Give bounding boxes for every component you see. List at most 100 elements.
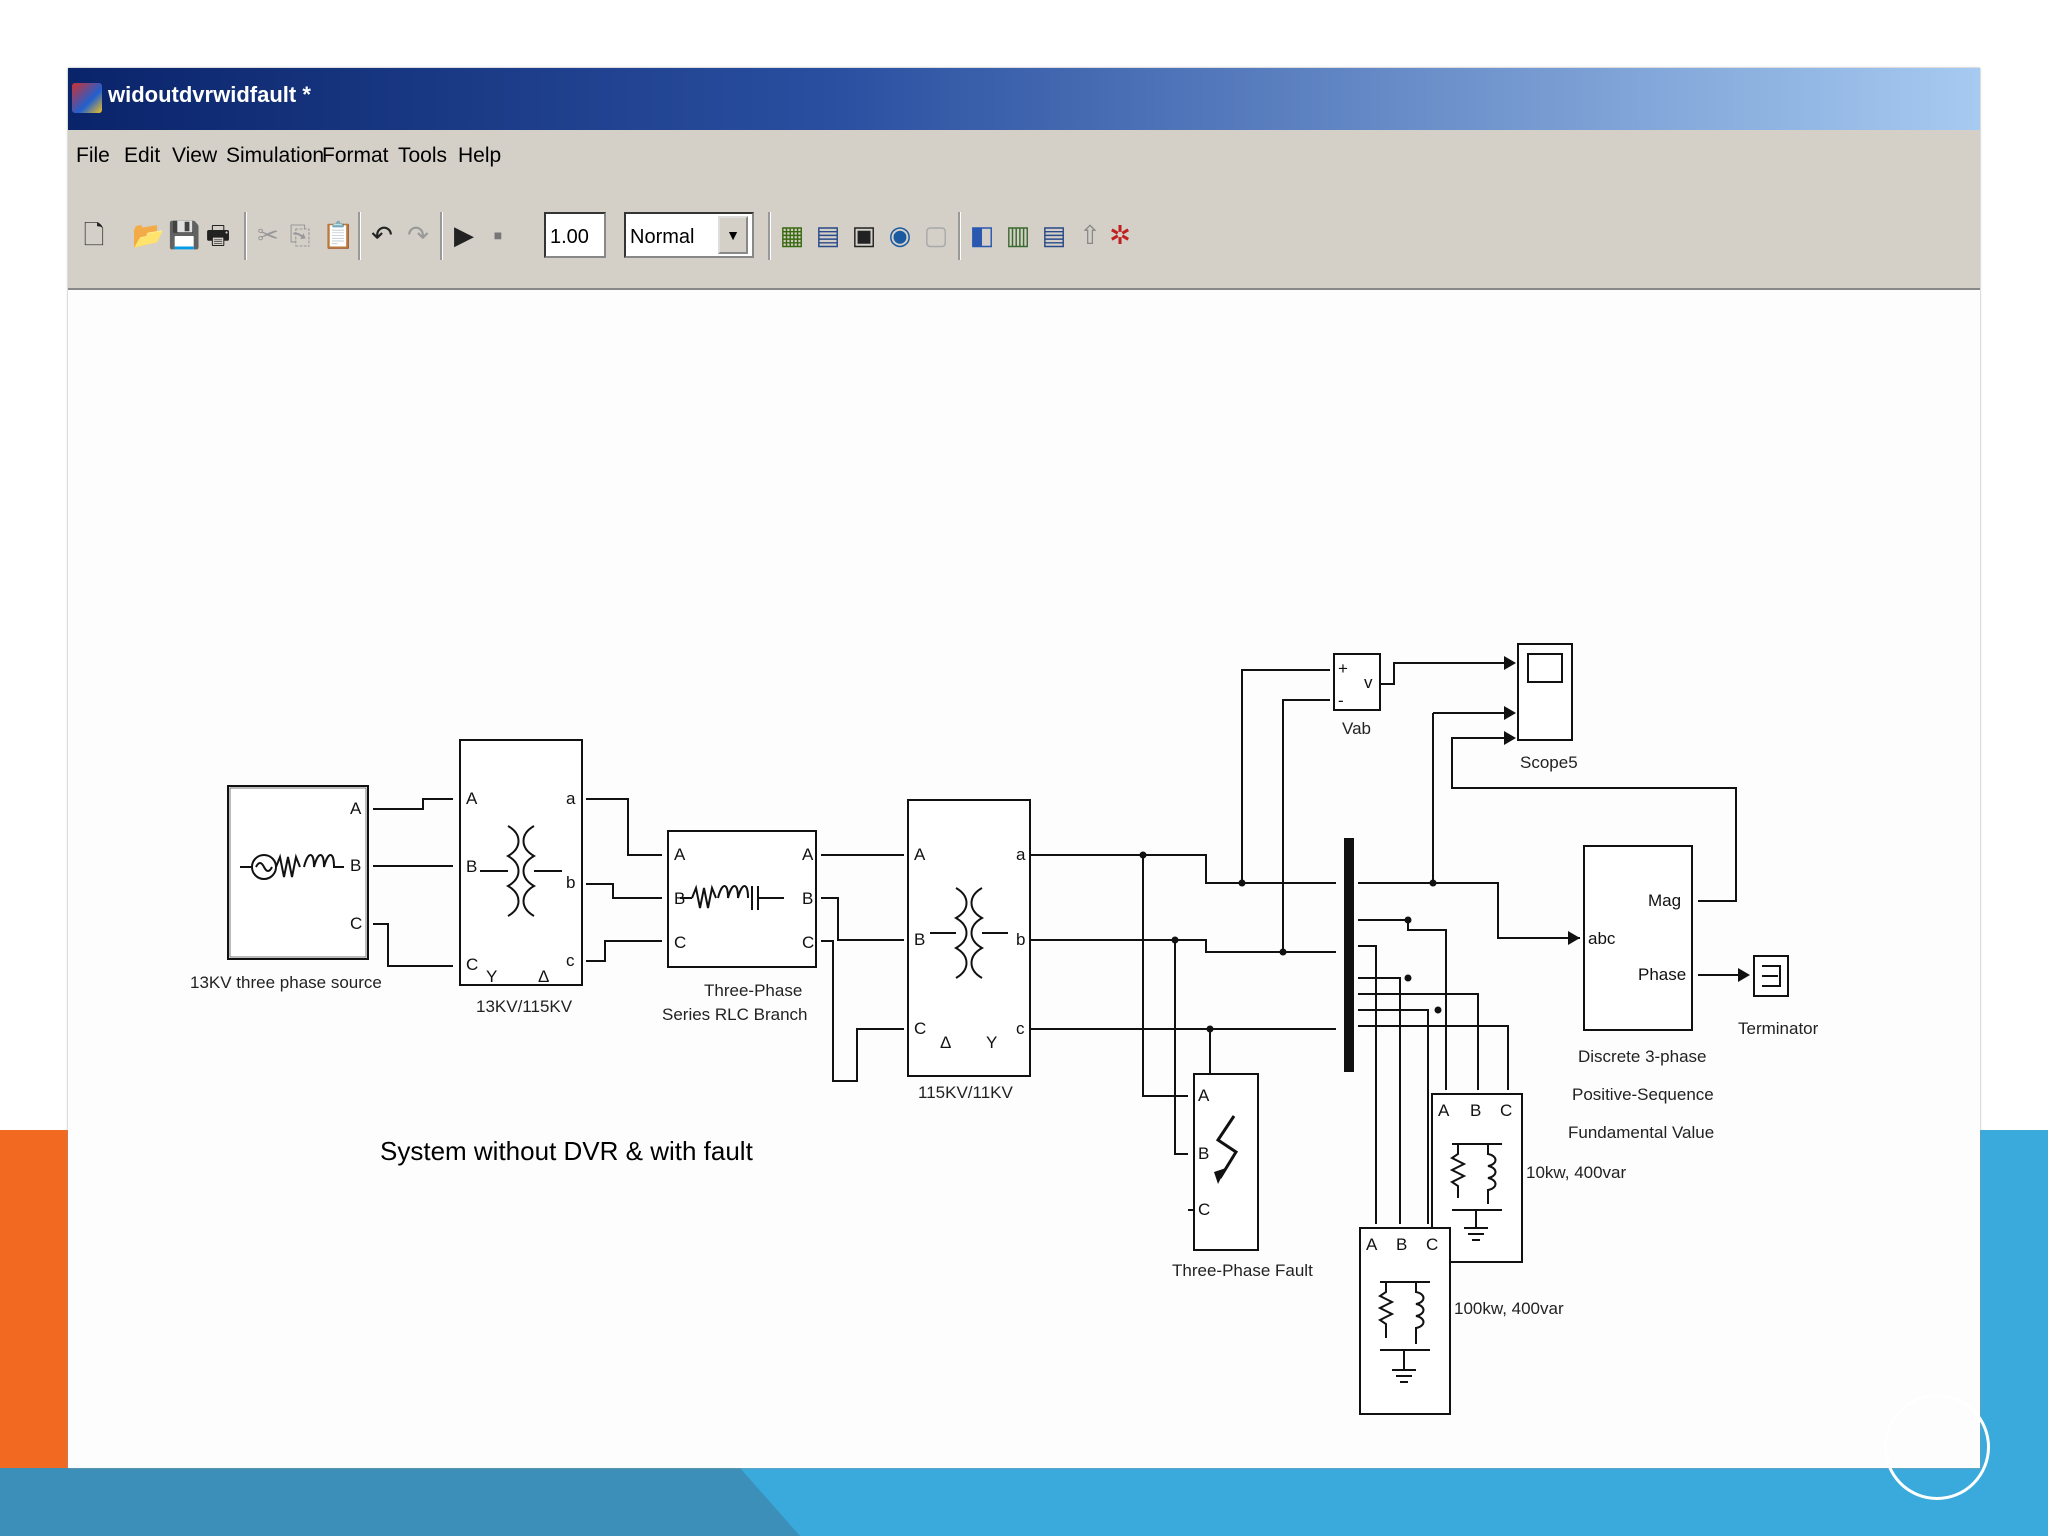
browser-icon[interactable]: ◧ <box>969 220 995 250</box>
seq-label-line3: Fundamental Value <box>1568 1123 1714 1142</box>
help-icon[interactable]: ✲ <box>1109 220 1131 250</box>
save-icon[interactable]: 💾 <box>168 220 201 250</box>
debug-icon[interactable]: ◉ <box>888 220 912 250</box>
chevron-down-icon[interactable]: ▼ <box>718 216 748 254</box>
menu-edit[interactable]: Edit <box>124 144 161 167</box>
rlc-in-b: B <box>674 889 685 908</box>
terminator-icon <box>1762 965 1781 987</box>
wire <box>1358 993 1479 1090</box>
print-icon[interactable]: 🖶 <box>205 220 231 250</box>
undo-icon[interactable]: ↶ <box>371 220 393 250</box>
xfmr2-in-b: B <box>914 930 925 949</box>
wire <box>1241 669 1330 883</box>
bus-bar[interactable] <box>1344 838 1354 1072</box>
wire <box>1282 699 1330 952</box>
arrowhead <box>1504 706 1516 720</box>
load-100kw-block[interactable]: A B C 100kw, 400var <box>1359 1227 1564 1415</box>
transformer-115-11-block[interactable]: A B C a b c Δ Y 115KV/11KV <box>907 799 1031 1102</box>
source-label: 13KV three phase source <box>190 973 382 992</box>
wire <box>1142 855 1188 1097</box>
wire <box>586 940 662 962</box>
seq-label-line1: Discrete 3-phase <box>1578 1047 1707 1066</box>
simulink-window: widoutdvrwidfault * File Edit View Simul… <box>68 68 1980 1468</box>
start-icon[interactable]: ▶ <box>454 220 474 250</box>
arrowhead <box>1504 731 1516 745</box>
load1-port-c: C <box>1500 1101 1512 1120</box>
load1-label: 10kw, 400var <box>1526 1163 1627 1182</box>
rlc-in-c: C <box>674 933 686 952</box>
xfmr1-out-a: a <box>566 789 576 808</box>
wire <box>1358 919 1447 1090</box>
series-rlc-block[interactable]: A B C A B C Three-Phase Series RLC Branc… <box>662 830 817 1024</box>
rlc-in-a: A <box>674 845 686 864</box>
fault-port-b: B <box>1198 1144 1209 1163</box>
open-icon[interactable]: 📂 <box>132 220 165 250</box>
wire <box>1358 977 1401 1224</box>
fault-port-c: C <box>1198 1200 1210 1219</box>
xfmr2-out-b: b <box>1016 930 1025 949</box>
arrowhead <box>1738 968 1750 982</box>
rlc-label-line2: Series RLC Branch <box>662 1005 808 1024</box>
rlc-out-b: B <box>802 889 813 908</box>
build-icon[interactable]: ▦ <box>779 220 805 250</box>
vab-port-minus: - <box>1338 691 1344 710</box>
load2-port-c: C <box>1426 1235 1438 1254</box>
wire <box>1031 854 1336 884</box>
explorer-icon[interactable]: ▣ <box>851 220 877 250</box>
scope-block[interactable]: Scope5 <box>1517 643 1578 772</box>
xfmr1-out-c: c <box>566 951 575 970</box>
paste-icon[interactable]: 📋 <box>322 220 355 250</box>
xfmr1-out-b: b <box>566 873 575 892</box>
seq-port-phase: Phase <box>1638 965 1686 984</box>
load-10kw-block[interactable]: A B C 10kw, 400var <box>1431 1093 1627 1263</box>
terminator-block[interactable]: Terminator <box>1738 955 1819 1038</box>
vab-port-plus: + <box>1338 659 1348 678</box>
positive-sequence-block[interactable]: abc Mag Phase Discrete 3-phase Positive-… <box>1568 845 1714 1142</box>
menu-view[interactable]: View <box>172 144 218 167</box>
menu-file[interactable]: File <box>76 144 110 167</box>
menu-format[interactable]: Format <box>322 144 389 167</box>
vab-block[interactable]: + - v Vab <box>1333 653 1381 738</box>
junction-dot <box>1434 1006 1442 1014</box>
rlc-label-line1: Three-Phase <box>704 981 802 1000</box>
properties-icon[interactable]: ▤ <box>1041 220 1067 250</box>
menu-simulation[interactable]: Simulation <box>226 144 325 167</box>
transformer-13-115-block[interactable]: A B C a b c Y Δ 13KV/115KV <box>459 739 583 1016</box>
junction-dot <box>1404 974 1412 982</box>
wire <box>1358 1009 1429 1224</box>
stop-time-input[interactable]: 1.00 <box>544 212 606 258</box>
xfmr2-mark-delta: Δ <box>940 1033 951 1052</box>
model-icon[interactable]: ▢ <box>923 220 949 250</box>
junction-dot <box>1171 936 1179 944</box>
xfmr1-in-c: C <box>466 955 478 974</box>
wire <box>1174 940 1188 1155</box>
xfmr1-mark-wye: Y <box>486 967 497 986</box>
junction-dot <box>1238 879 1246 887</box>
new-icon[interactable]: 🗋 <box>83 220 105 250</box>
three-phase-fault-block[interactable]: A B C Three-Phase Fault <box>1172 1073 1313 1280</box>
menu-help[interactable]: Help <box>458 144 502 167</box>
junction-dot <box>1429 879 1437 887</box>
source-block[interactable]: A B C 13KV three phase source <box>190 785 382 992</box>
toolbar-separator <box>358 212 361 260</box>
copy-icon[interactable]: ⎘ <box>289 220 311 250</box>
menu-tools[interactable]: Tools <box>398 144 448 167</box>
vab-port-v: v <box>1364 673 1373 692</box>
toolbar: 🗋 📂 💾 🖶 ✂ ⎘ 📋 ↶ ↷ ▶ ■ 1.00 Normal ▼ ▦ ▤ … <box>68 184 1980 290</box>
title-bar[interactable]: widoutdvrwidfault * <box>68 68 1980 130</box>
stop-icon[interactable]: ■ <box>493 227 503 243</box>
fault-label: Three-Phase Fault <box>1172 1261 1313 1280</box>
menu-bar: File Edit View Simulation Format Tools H… <box>68 130 1980 185</box>
xfmr2-out-c: c <box>1016 1019 1025 1038</box>
arrowhead <box>1568 931 1580 945</box>
cut-icon[interactable]: ✂ <box>257 220 279 250</box>
xfmr1-in-b: B <box>466 857 477 876</box>
pointer-icon[interactable]: ⇧ <box>1079 220 1101 250</box>
source-port-a: A <box>350 799 362 818</box>
redo-icon[interactable]: ↷ <box>407 220 429 250</box>
toolbar-separator <box>958 212 961 260</box>
model-canvas[interactable]: A B C 13KV three phase source A B C a b <box>68 288 1980 1468</box>
library-icon[interactable]: ▤ <box>815 220 841 250</box>
scope-viewer-icon[interactable]: ▥ <box>1005 220 1031 250</box>
rl-load-icon <box>1449 1143 1502 1241</box>
